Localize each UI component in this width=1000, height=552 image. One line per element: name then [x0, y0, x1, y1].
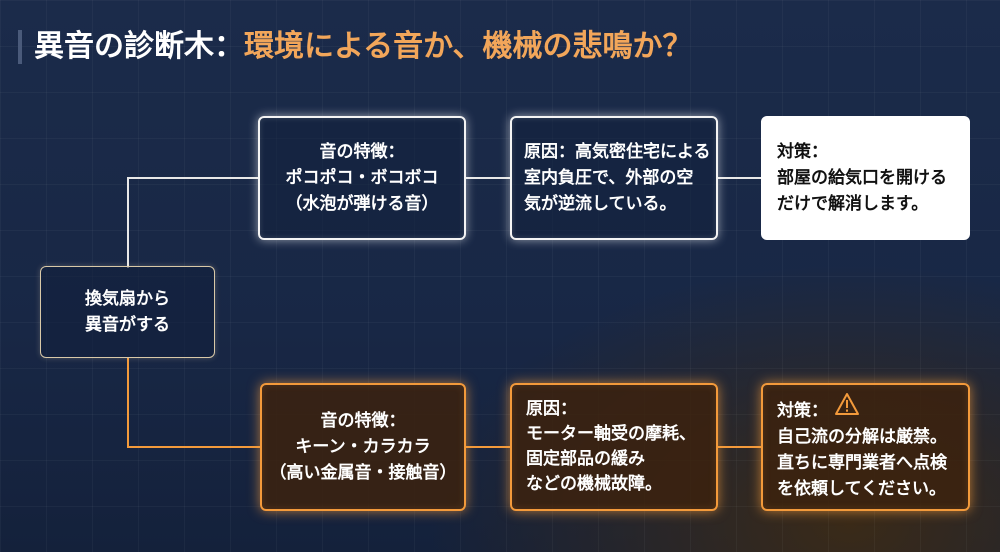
top-feature-line-3: （水泡が弾ける音）: [285, 194, 439, 214]
top-feature-line-2: ポコポコ・ボコボコ: [285, 168, 439, 188]
page-title: 異音の診断木：環境による音か、機械の悲鳴か？: [34, 24, 693, 70]
root-line-1: 換気扇から: [85, 289, 170, 309]
title-accent-bar: [18, 30, 22, 64]
top-cause-node: 原因：高気密住宅による 室内負圧で、外部の空 気が逆流している。: [510, 116, 718, 240]
top-cause-line-1: 原因：高気密住宅による: [524, 142, 711, 162]
bottom-cause-line-4: などの機械故障。: [526, 474, 662, 494]
top-cause-line-3: 気が逆流している。: [524, 194, 677, 214]
bottom-feature-line-3: （高い金属音・接触音）: [269, 463, 457, 483]
title-main: 異音の診断木：: [34, 29, 244, 64]
root-node: 換気扇から 異音がする: [40, 266, 215, 358]
root-line-2: 異音がする: [85, 315, 170, 335]
connector-root-to-bottom: [127, 358, 260, 448]
bottom-action-title-row: 対策：: [777, 392, 968, 424]
bottom-feature-line-2: キーン・カラカラ: [295, 437, 431, 457]
top-action-line-3: だけで解消します。: [777, 194, 929, 214]
bottom-action-title: 対策：: [777, 401, 828, 421]
bottom-action-line-1: 自己流の分解は厳禁。: [777, 427, 947, 447]
top-action-line-1: 対策：: [777, 142, 828, 162]
bottom-cause-line-3: 固定部品の緩み: [526, 449, 645, 469]
bottom-action-line-2: 直ちに専門業者へ点検: [777, 453, 947, 473]
top-feature-node: 音の特徴： ポコポコ・ボコボコ （水泡が弾ける音）: [258, 116, 466, 240]
bottom-cause-node: 原因： モーター軸受の摩耗、 固定部品の緩み などの機械故障。: [510, 383, 718, 511]
bottom-action-node: 対策： 自己流の分解は厳禁。 直ちに専門業者へ点検 を依頼してください。: [761, 383, 970, 511]
connector-root-to-top: [127, 177, 258, 268]
bottom-cause-line-2: モーター軸受の摩耗、: [526, 424, 696, 444]
warning-triangle-icon: [834, 392, 860, 416]
top-action-node: 対策： 部屋の給気口を開ける だけで解消します。: [761, 116, 970, 240]
title-subtitle: 環境による音か、機械の悲鳴か？: [244, 29, 693, 64]
bottom-action-line-3: を依頼してください。: [777, 479, 946, 499]
top-feature-line-1: 音の特徴：: [319, 142, 405, 162]
top-action-line-2: 部屋の給気口を開ける: [777, 168, 947, 188]
bottom-feature-node: 音の特徴： キーン・カラカラ （高い金属音・接触音）: [260, 383, 466, 511]
top-cause-line-2: 室内負圧で、外部の空: [524, 168, 694, 188]
bottom-feature-line-1: 音の特徴：: [320, 411, 406, 431]
bottom-cause-line-1: 原因：: [526, 399, 577, 419]
